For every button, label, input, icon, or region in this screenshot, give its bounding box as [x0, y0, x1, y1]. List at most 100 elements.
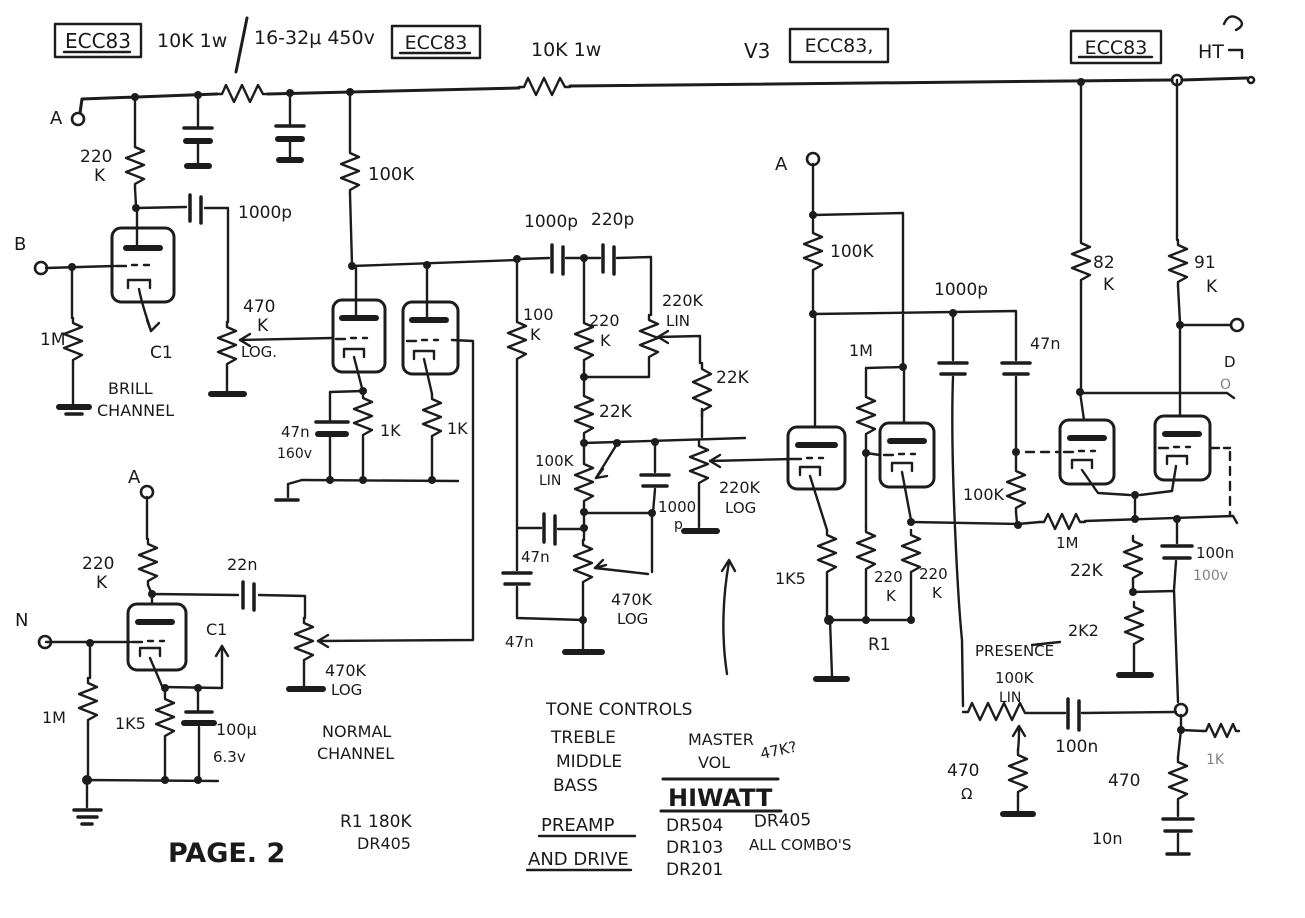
v3-resistor-220k-a [855, 525, 877, 575]
label-normal-100u: 100μ [216, 720, 257, 739]
tube-label-box-1 [53, 22, 143, 59]
label-brill-pot-taper: LOG. [241, 343, 277, 361]
junction-dot [148, 590, 156, 598]
brill-grid-resistor-1m [62, 316, 84, 366]
labels: ECC83 10K 1w 16-32μ 450v ECC83 10K 1w V3… [14, 27, 1236, 880]
dropper-resistor-1 [215, 83, 270, 104]
label-pi-100n: 100n [1196, 544, 1234, 562]
label-hiwatt: HIWATT [668, 784, 773, 812]
junction-dot [346, 88, 354, 96]
normal-cathode-resistor-1k5 [154, 692, 176, 742]
label-brill-220k-unit: K [94, 166, 106, 186]
junction-dot [194, 684, 202, 692]
normal-plate-resistor-220k [137, 537, 159, 587]
tube-v2a-grid [334, 336, 369, 341]
tube-normal-grid [130, 639, 166, 644]
label-master-pot-taper: LOG [725, 499, 756, 517]
junction-dot [194, 776, 202, 784]
pi-wires [1078, 78, 1236, 704]
ht-rail-wire [78, 76, 1249, 115]
brill-plate-resistor-220k [124, 140, 146, 190]
label-v3-220a-value: 220 [874, 568, 903, 586]
supply-filter [182, 91, 306, 169]
junction-dot [286, 89, 294, 97]
label-v3-220a-unit: K [886, 587, 897, 605]
tube-v3a-grid [790, 456, 825, 461]
label-presence-100n: 100n [1055, 737, 1098, 757]
label-normal-220k-value: 220 [82, 554, 114, 574]
label-v2-100k: 100K [368, 164, 415, 185]
junction-dot [1012, 448, 1020, 456]
label-pi-82-unit: K [1103, 275, 1115, 295]
label-presence-100k: 100K [995, 669, 1035, 687]
junction-dot [580, 373, 588, 381]
junction-dot [82, 775, 92, 785]
dropper-resistor-2 [517, 76, 572, 97]
label-tube-box-3: ECC83, [805, 35, 874, 57]
ht-bracket [1227, 48, 1244, 60]
label-treble-pot-value: 220K [662, 291, 704, 310]
label-normal-22n: 22n [227, 555, 258, 574]
label-pi-91-unit: K [1206, 277, 1218, 297]
junction-dot [1077, 78, 1085, 86]
normal-c1-arrowhead [214, 644, 230, 658]
label-brill-1000p: 1000p [238, 203, 292, 223]
tone-resistor-22k-right [691, 361, 713, 419]
junction-dot [580, 524, 588, 532]
v2-stage [274, 90, 519, 643]
label-terminal-n: N [15, 610, 28, 631]
tube-v2b-cathode [412, 349, 436, 361]
pi-tail-resistor-22k [1122, 534, 1144, 584]
middle-pot-100k-lin [573, 457, 595, 507]
brill-pot-470k [216, 320, 238, 370]
tube-label-box-3 [788, 27, 890, 64]
cap-47n-vert-plates [501, 571, 533, 586]
junction-dot [161, 684, 169, 692]
junction-dot [580, 254, 588, 262]
tube-v3b-envelope [878, 421, 936, 489]
cap-47n-horiz-plates [542, 512, 557, 546]
label-r1-note-2: DR405 [357, 834, 411, 853]
label-normal-pot-taper: LOG [331, 681, 362, 699]
label-ts-220-unit: K [600, 331, 611, 350]
label-normal-c1: C1 [206, 620, 227, 639]
label-tube-box-1: ECC83 [65, 29, 131, 53]
label-ts-1000p: 1000p [524, 212, 578, 232]
label-middle: MIDDLE [556, 752, 622, 772]
label-dropper-2: 10K 1w [531, 39, 601, 61]
junction-dot [1176, 321, 1184, 329]
label-bass-pot-value: 470K [611, 590, 653, 609]
tone-slope-resistor-100k [506, 315, 528, 365]
label-normal-63v: 6.3v [213, 748, 246, 766]
presence-network [961, 697, 1241, 856]
tube-v2b-grid [405, 338, 440, 343]
v2-cathode-resistor-1k-b [421, 392, 443, 442]
pi-plate-resistor-91k [1167, 238, 1189, 288]
label-pi-100v: 100v [1193, 568, 1228, 584]
label-terminal-a-v3: A [775, 154, 788, 175]
junction-dot [132, 204, 140, 212]
normal-wires [44, 495, 307, 809]
cap-1000p-right-plates [937, 361, 969, 376]
tube-v2b-envelope [401, 300, 460, 376]
junction-dot [359, 387, 367, 395]
v3-cathode-resistor-1k5 [816, 528, 838, 578]
label-terminal-o: O [1220, 377, 1231, 393]
presence-wires [1016, 710, 1205, 854]
label-dr504: DR504 [666, 816, 723, 836]
label-v3-1k5: 1K5 [775, 569, 806, 588]
label-ts-47n-b: 47n [505, 633, 534, 651]
terminal-output-upper [1229, 317, 1245, 333]
label-middle-pot-taper: LIN [539, 473, 561, 489]
label-and-drive: AND DRIVE [528, 849, 629, 870]
label-ts-100-unit: K [530, 325, 541, 344]
label-presence-ohm: Ω [961, 785, 972, 803]
corner-curl-glyph [1222, 15, 1244, 32]
label-v2-1k-a: 1K [380, 421, 401, 440]
middle-wiper-arrowhead [594, 467, 609, 480]
tube-pi-a-grid [1062, 449, 1097, 454]
label-ts-220p: 220p [591, 210, 634, 230]
label-pi-22k: 22K [1070, 561, 1104, 581]
terminal-b-input [33, 260, 49, 276]
